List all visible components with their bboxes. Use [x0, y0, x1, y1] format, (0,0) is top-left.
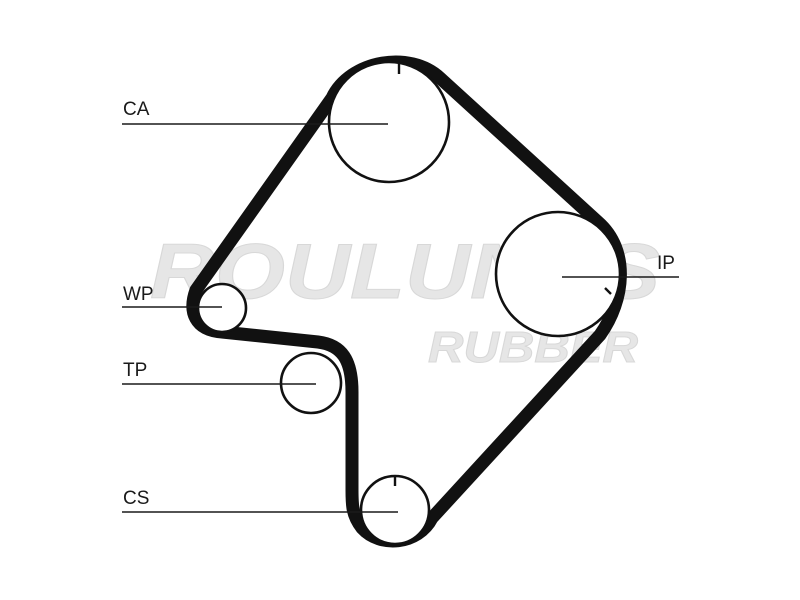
label-ca: CA [123, 99, 150, 120]
tensioner-pulley [279, 351, 343, 415]
camshaft-pulley [327, 60, 451, 184]
crankshaft-pulley [359, 474, 431, 546]
water-pump-pulley [196, 282, 248, 334]
label-cs: CS [123, 488, 149, 509]
pump-timing-mark [604, 287, 612, 295]
injection-pump-pulley [494, 210, 622, 338]
label-ip: IP [657, 253, 675, 274]
label-tp: TP [123, 360, 147, 381]
label-wp: WP [123, 284, 154, 305]
